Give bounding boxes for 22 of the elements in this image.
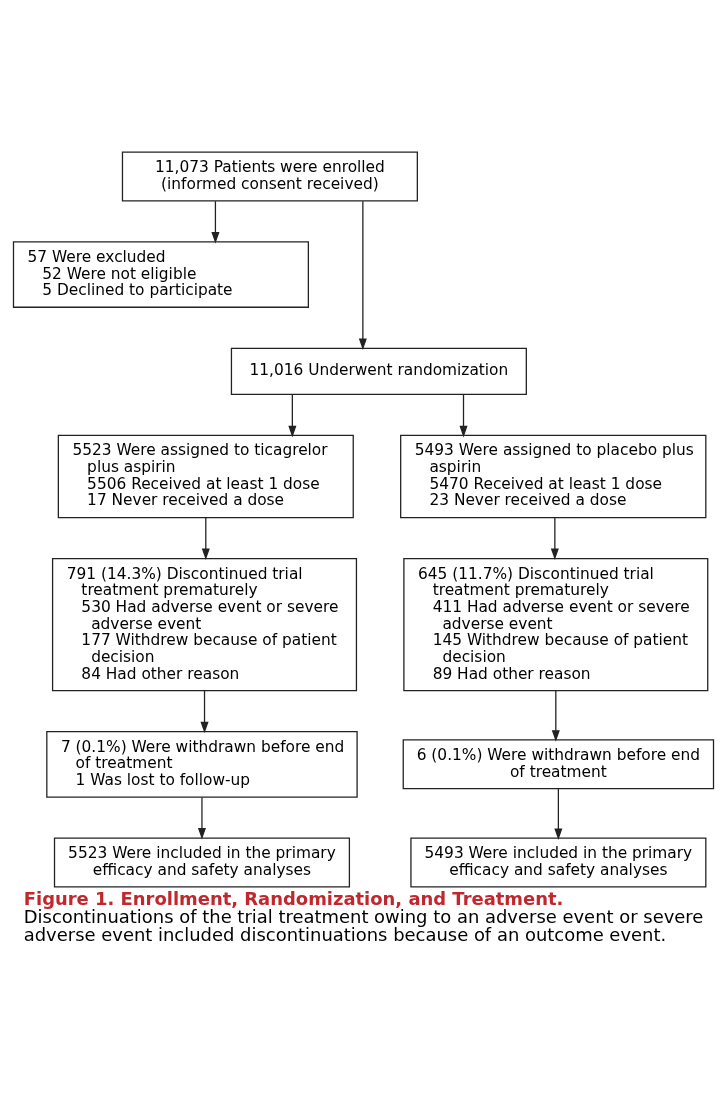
- node-box: 5493 Were included in the primary efficacy and safety analyses: [410, 836, 707, 887]
- arrow: [211, 200, 220, 244]
- node-box: 6 (0.1%) Were withdrawn before end of treatment: [402, 738, 715, 789]
- arrow: [459, 393, 468, 437]
- node-box: 645 (11.7%) Discontinued trial treatment prematurely 411 Had adverse event or severe adverse event 145 Withdrew because of patient decision 89 Had other reason: [403, 557, 709, 691]
- node-box: 7 (0.1%) Were withdrawn before end of treatment 1 Was lost to follow-up: [46, 730, 358, 798]
- arrow: [554, 787, 563, 840]
- arrow: [197, 796, 206, 840]
- node-box: 5523 Were assigned to ticagrelor plus aspirin 5506 Received at least 1 dose 17 Never received a dose: [57, 434, 354, 518]
- node-box: 11,073 Patients were enrolled (informed consent received): [121, 151, 418, 201]
- arrow: [551, 689, 560, 742]
- node-box: 791 (14.3%) Discontinued trial treatment prematurely 530 Had adverse event or severe adverse event 177 Withdrew because of patient decision 84 Had other reason: [51, 557, 358, 691]
- node-box: 57 Were excluded 52 Were not eligible 5 Declined to participate: [12, 240, 309, 308]
- arrow: [358, 200, 367, 350]
- arrow: [200, 689, 209, 733]
- node-box: 5493 Were assigned to placebo plus aspirin 5470 Received at least 1 dose 23 Never received a dose: [400, 434, 707, 518]
- arrow: [201, 516, 210, 560]
- node-box: 5523 Were included in the primary efficacy and safety analyses: [53, 836, 351, 887]
- arrow: [550, 516, 559, 560]
- node-box: 11,016 Underwent randomization: [230, 347, 527, 395]
- diagram-title: Figure 1. Enrollment, Randomization, and Treatment.: [23, 887, 564, 909]
- arrow: [288, 393, 297, 437]
